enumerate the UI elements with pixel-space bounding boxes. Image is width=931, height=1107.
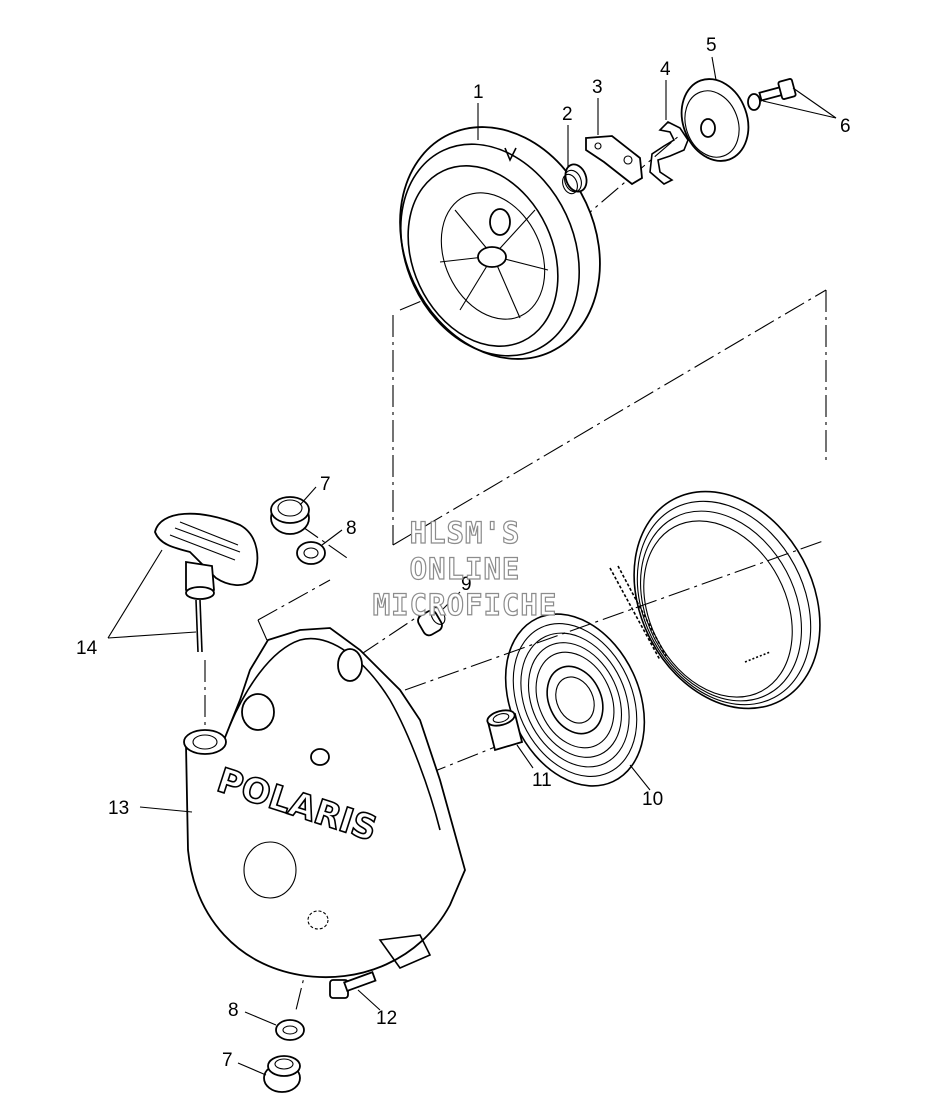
housing-part: POLARIS xyxy=(183,627,466,979)
callout-1: 1 xyxy=(473,82,484,103)
plug-part-top xyxy=(270,496,310,535)
handle-rope-part xyxy=(154,512,259,653)
callout-7-top: 7 xyxy=(320,474,331,495)
callout-5: 5 xyxy=(706,35,717,56)
callout-9: 9 xyxy=(461,574,472,595)
watermark-line-1: HLSM'S xyxy=(410,516,521,550)
pawl-part xyxy=(585,135,643,186)
callout-6: 6 xyxy=(840,116,851,137)
callout-2: 2 xyxy=(562,104,573,125)
callout-8-bottom: 8 xyxy=(228,1000,239,1021)
callout-12: 12 xyxy=(376,1008,397,1029)
bolt-washer-part xyxy=(747,78,797,111)
watermark-line-2: ONLINE xyxy=(410,552,521,586)
callout-3: 3 xyxy=(592,77,603,98)
rope-pulley-part xyxy=(399,126,601,360)
recoil-spring-part xyxy=(504,565,667,787)
seal-washer-part-bottom xyxy=(275,1019,305,1041)
watermark-line-3: MICROFICHE xyxy=(373,588,558,622)
leader-lines xyxy=(107,56,837,1076)
callout-14: 14 xyxy=(76,638,98,659)
callout-labels: 1 2 3 4 5 6 7 8 9 10 11 12 13 14 8 7 xyxy=(76,35,851,1071)
callout-7-bottom: 7 xyxy=(222,1050,233,1071)
plate-part xyxy=(680,78,750,162)
bolt-part-12 xyxy=(329,971,377,999)
callout-13: 13 xyxy=(108,798,129,819)
callout-4: 4 xyxy=(660,59,671,80)
watermark: HLSM'S ONLINE MICROFICHE xyxy=(372,515,558,622)
seal-washer-part-top xyxy=(296,541,326,565)
callout-10: 10 xyxy=(642,789,663,810)
bushing-part-9 xyxy=(417,607,446,637)
spring-case-part xyxy=(633,490,821,710)
plug-part-bottom xyxy=(263,1055,301,1093)
spring-clip-part xyxy=(649,121,689,185)
callout-11: 11 xyxy=(532,770,552,791)
callout-8-top: 8 xyxy=(346,518,357,539)
bushing-part-11 xyxy=(486,709,524,752)
spring-part xyxy=(562,163,588,195)
